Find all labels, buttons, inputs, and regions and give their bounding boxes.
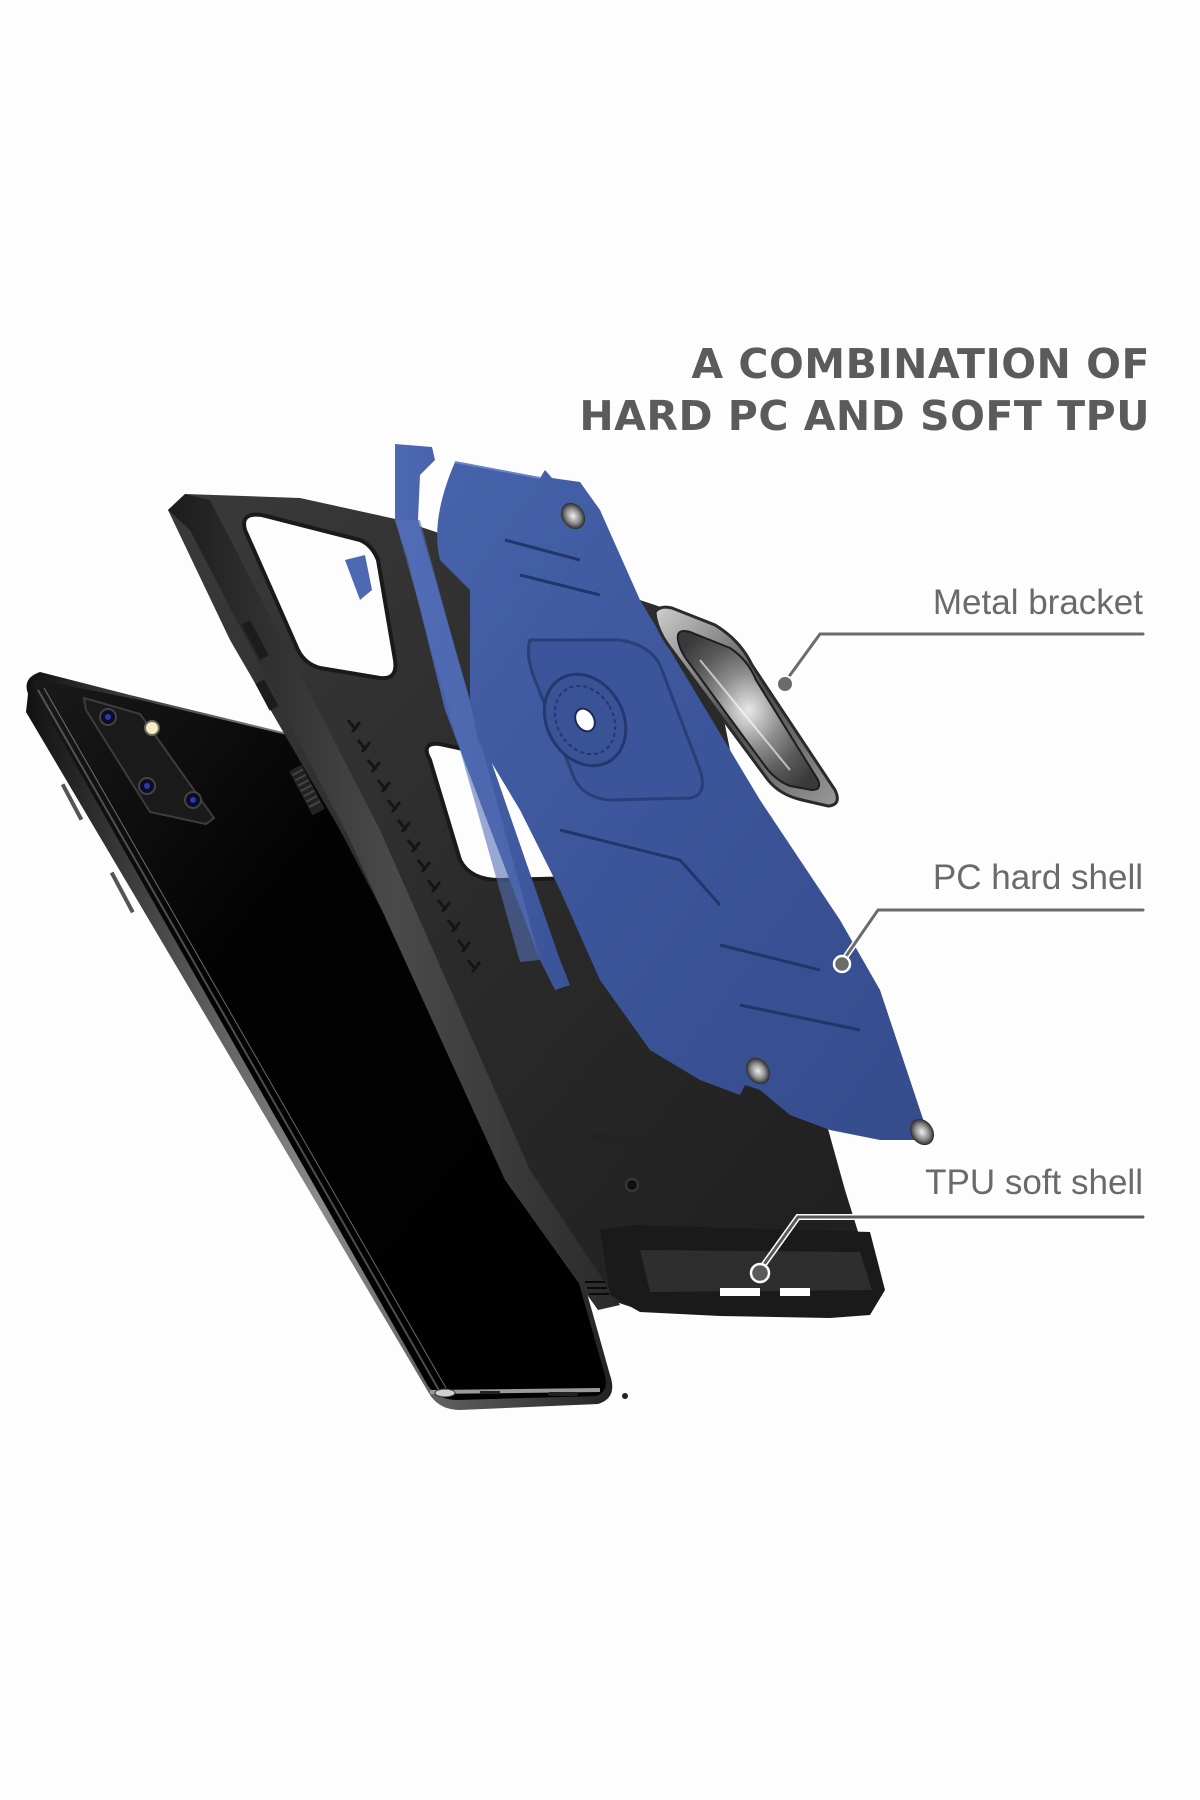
callout-lines [749, 631, 1146, 1284]
headline-line-1: A COMBINATION OF [691, 340, 1150, 388]
circle-dot-icon [832, 954, 852, 974]
camera-module [82, 696, 216, 826]
circle-dot-icon [776, 675, 794, 693]
callout-label-metal-bracket: Metal bracket [932, 583, 1143, 622]
callout-label-pc-hard-shell: PC hard shell [932, 858, 1143, 897]
callout-metal-bracket [776, 631, 1146, 693]
pc-hard-shell [345, 444, 935, 1146]
phone [26, 672, 628, 1410]
callout-pc-hard-shell [832, 907, 1146, 974]
circle-dot-icon [749, 1262, 771, 1284]
headline-line-2: HARD PC AND SOFT TPU [579, 392, 1150, 440]
callout-tpu-soft-shell [749, 1214, 1146, 1284]
callout-label-tpu-soft-shell: TPU soft shell [925, 1163, 1143, 1202]
grip-texture [346, 719, 482, 973]
metal-ring-bracket [653, 605, 839, 808]
headline: A COMBINATION OF HARD PC AND SOFT TPU [579, 338, 1150, 442]
